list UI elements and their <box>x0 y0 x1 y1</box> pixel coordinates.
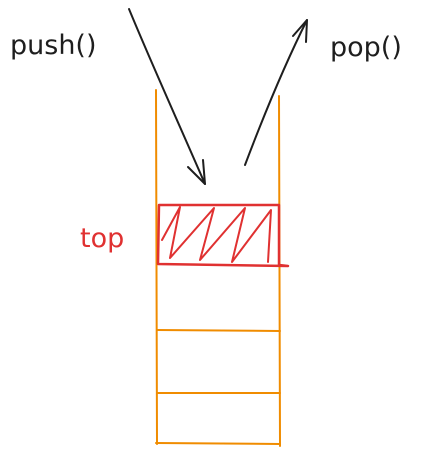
pop-label: pop() <box>330 32 402 63</box>
push-arrow <box>128 8 206 185</box>
push-label: push() <box>10 30 97 61</box>
push-arrow-head <box>187 159 206 185</box>
stack-left-wall <box>155 89 158 445</box>
top-element <box>156 203 290 268</box>
stack-bottom <box>155 442 281 445</box>
top-element-box <box>156 203 290 268</box>
pop-arrow <box>244 19 308 166</box>
pop-arrow-head <box>292 19 308 43</box>
top-element-hatch <box>161 206 272 263</box>
pop-arrow-shaft <box>244 19 308 166</box>
top-label: top <box>80 223 124 254</box>
stack-right-wall <box>278 95 281 447</box>
push-arrow-shaft <box>128 8 206 185</box>
stack-slot-divider <box>156 329 281 332</box>
stack-container <box>155 89 281 447</box>
